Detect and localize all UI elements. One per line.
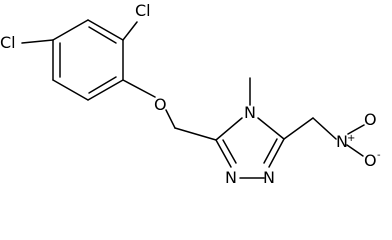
atom-n-ring-2: N bbox=[263, 168, 275, 187]
bond-c6-c1 bbox=[52, 19, 89, 41]
bond-c3ring-ch2 bbox=[283, 117, 314, 140]
bond-c6-cl bbox=[21, 39, 54, 44]
bond-c3-o bbox=[122, 79, 156, 98]
bond-nitro-n-o-top bbox=[347, 124, 365, 135]
bond-c3ring-n2 bbox=[268, 138, 285, 168]
bond-c3-c4-double bbox=[88, 76, 117, 94]
structure-diagram: Cl Cl O N N N N + O O - bbox=[0, 1, 381, 187]
bonds bbox=[21, 19, 365, 179]
atom-cl-top: Cl bbox=[135, 1, 151, 20]
bond-o-ch2 bbox=[165, 109, 176, 129]
atom-cl-left: Cl bbox=[0, 33, 16, 52]
bond-nitro-n-o-right bbox=[346, 144, 364, 157]
bond-n1-c5ring-double bbox=[222, 139, 237, 164]
atom-n-ring-4: N bbox=[244, 103, 256, 122]
atom-labels: Cl Cl O N N N N + O O - bbox=[0, 1, 381, 187]
bond-c3-c4 bbox=[87, 79, 124, 101]
atom-o-ether: O bbox=[154, 95, 167, 114]
atom-o-nitro-right: O bbox=[364, 151, 377, 170]
atom-n-ring-1: N bbox=[225, 168, 237, 187]
atom-n-nitro: N bbox=[336, 132, 348, 151]
bond-c4-c5 bbox=[52, 79, 89, 101]
nitro-n-charge: + bbox=[347, 133, 355, 144]
nitro-o-charge: - bbox=[377, 150, 381, 161]
bond-c1-c2-double bbox=[88, 26, 117, 44]
bond-n4-c3ring bbox=[257, 117, 285, 140]
atom-o-nitro-top: O bbox=[364, 110, 377, 129]
bond-c3ring-n2-double bbox=[263, 138, 278, 164]
bond-ch2-nitro-n bbox=[312, 117, 337, 140]
bond-c5ring-n4 bbox=[215, 117, 243, 141]
bond-c1-c2 bbox=[87, 19, 124, 41]
bond-n1-c5ring bbox=[215, 139, 232, 168]
bond-c2-cl bbox=[122, 21, 138, 41]
bond-ch2-c5ring bbox=[174, 127, 217, 141]
